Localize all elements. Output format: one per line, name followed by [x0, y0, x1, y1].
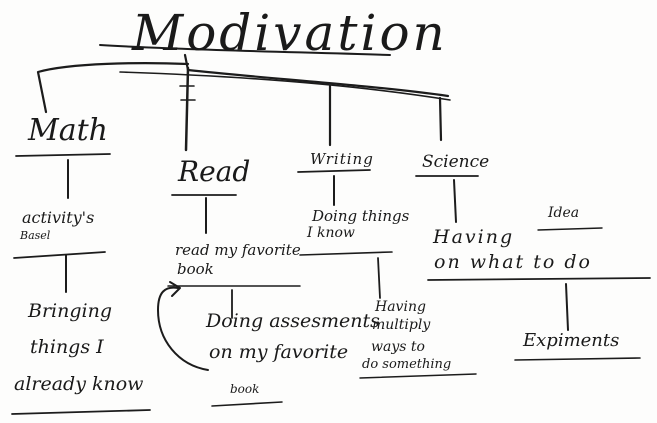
main-trunk-line-2: [119, 71, 451, 101]
read-loop-arrowhead: [169, 281, 181, 297]
writing-doing-line-1: Doing things: [312, 207, 410, 225]
read-assessments-line-1: Doing assesments: [206, 310, 380, 332]
idea-strikethrough: [537, 227, 603, 231]
read-favorite-line-1: read my favorite: [175, 241, 301, 259]
writing-doing-underline: [299, 251, 393, 256]
branch-math-label: Math: [28, 113, 108, 148]
math-activities-extra-text: Basel: [20, 229, 51, 242]
read-assessments-line-3: book: [230, 382, 260, 396]
math-bottom-underline: [11, 409, 151, 415]
main-trunk-line: [183, 53, 450, 98]
writing-having-line-1: Having: [375, 299, 426, 315]
writing-doing-line-2: I know: [307, 225, 355, 241]
read-bottom-underline: [211, 401, 283, 407]
science-having-line-2: on what to do: [434, 251, 592, 273]
science-branch-line: [438, 96, 443, 142]
science-having-line-1: Having: [433, 226, 515, 248]
writing-having-line-3: ways to: [371, 339, 425, 355]
math-branch-line: [36, 62, 190, 114]
math-activities-text: activity's: [22, 208, 95, 227]
experiments-underline: [514, 357, 641, 361]
writing-bottom-underline: [359, 373, 477, 379]
math-bringing-line-3: already know: [14, 373, 144, 395]
math-bringing-line-2: things I: [30, 336, 104, 358]
writing-having-line-2: multiply: [372, 317, 431, 333]
branch-read-label: Read: [178, 155, 251, 188]
branch-writing-label: Writing: [310, 150, 374, 168]
science-idea-text: Idea: [548, 205, 580, 221]
title-underline: [99, 44, 391, 56]
math-underline: [15, 153, 111, 157]
science-connector-2: [565, 283, 569, 331]
read-branch-marker: [179, 85, 196, 101]
read-assessments-line-2: on my favorite: [209, 341, 349, 363]
read-branch-line: [184, 66, 190, 152]
math-bringing-line-1: Bringing: [28, 300, 112, 322]
science-having-underline: [427, 277, 651, 281]
writing-having-line-4: do something: [362, 357, 452, 372]
branch-science-label: Science: [422, 152, 490, 172]
writing-underline: [297, 169, 371, 173]
activities-underline: [13, 251, 106, 259]
science-experiments-text: Expiments: [523, 330, 620, 351]
read-favorite-line-2: book: [177, 260, 214, 278]
writing-connector-2: [377, 257, 381, 299]
map-title: Modivation: [132, 4, 448, 62]
read-loop-arrow: [157, 286, 209, 371]
science-connector-1: [453, 179, 457, 223]
